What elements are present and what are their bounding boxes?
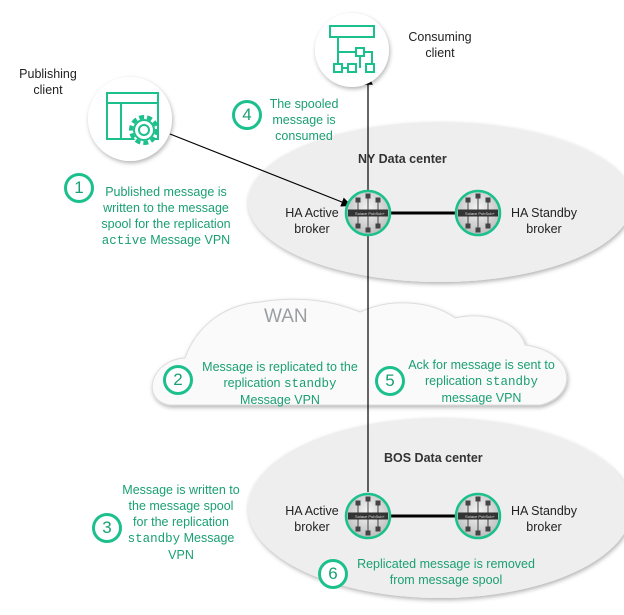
publishing-client-icon [88, 77, 172, 161]
ny-active-broker-label: HA Active broker [285, 206, 339, 236]
publish-arrow [169, 133, 353, 207]
step-1-text-b: Message VPN [146, 233, 231, 247]
svg-text:Solace PubSub+: Solace PubSub+ [465, 514, 496, 519]
step-2-text-b: Message VPN [240, 393, 320, 407]
bos-standby-broker-label: HA Standby broker [510, 504, 577, 534]
step-2-text: Message is replicated to the replication… [200, 359, 360, 408]
step-2-text-a: Message is replicated to the replication [202, 360, 358, 390]
step-1-badge: 1 [64, 173, 94, 203]
step-3-text-a: Message is written to the message spool … [122, 483, 240, 529]
step-5-text-a: Ack for message is sent to replication [408, 358, 555, 388]
step-1-text: Published message is written to the mess… [92, 184, 240, 249]
ny-active-broker-icon: Solace PubSub+ [344, 189, 392, 237]
step-5-text: Ack for message is sent to replication s… [404, 357, 559, 406]
svg-text:Solace PubSub+: Solace PubSub+ [355, 514, 386, 519]
step-3-text-b: Message VPN [168, 531, 235, 562]
step-5-text-b: message VPN [441, 391, 522, 405]
step-4-text: The spooled message is consumed [262, 96, 346, 144]
step-2-badge: 2 [163, 365, 193, 395]
step-6-badge: 6 [318, 559, 348, 589]
step-5-code: standby [485, 375, 538, 389]
ny-datacenter-ellipse [248, 122, 624, 282]
step-2-code: standby [283, 377, 337, 391]
svg-text:Solace PubSub+: Solace PubSub+ [465, 211, 496, 216]
svg-text:Solace PubSub+: Solace PubSub+ [355, 211, 386, 216]
wan-cloud [151, 298, 568, 406]
step-5-badge: 5 [375, 366, 405, 396]
ny-datacenter-title: NY Data center [358, 152, 447, 166]
bos-datacenter-title: BOS Data center [384, 451, 483, 465]
publishing-client-label: Publishing client [19, 67, 77, 97]
bos-active-broker-label: HA Active broker [285, 504, 339, 534]
consuming-client-label: Consuming client [408, 30, 472, 60]
consuming-client-icon [315, 13, 389, 87]
step-3-badge: 3 [92, 513, 122, 543]
bos-datacenter-ellipse [248, 418, 624, 598]
bos-standby-broker-icon: Solace PubSub+ [454, 492, 502, 540]
wan-label: WAN [264, 306, 308, 327]
step-3-code: standby [127, 532, 181, 546]
step-3-text: Message is written to the message spool … [120, 482, 242, 563]
step-6-text: Replicated message is removed from messa… [348, 556, 544, 588]
ny-standby-broker-label: HA Standby broker [510, 206, 577, 236]
step-1-code: active [101, 234, 147, 248]
ny-standby-broker-icon: Solace PubSub+ [454, 189, 502, 237]
bos-active-broker-icon: Solace PubSub+ [344, 492, 392, 540]
step-4-text-a: The spooled message is consumed [269, 97, 339, 143]
step-1-text-a: Published message is written to the mess… [101, 185, 231, 231]
step-6-text-a: Replicated message is removed from messa… [357, 557, 535, 587]
step-4-badge: 4 [232, 100, 262, 130]
